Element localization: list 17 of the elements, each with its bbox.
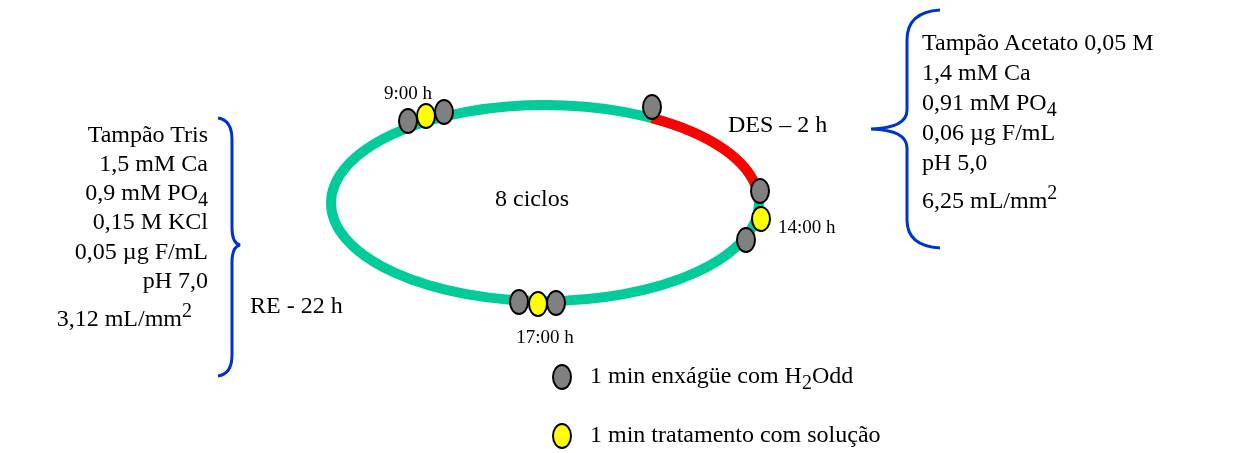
- phase-label: DES – 2 h: [728, 110, 828, 138]
- time-label: 17:00 h: [516, 326, 574, 348]
- phase-label: RE - 22 h: [250, 291, 343, 319]
- solution-line: 6,25 mL/mm$^{2}$: [922, 180, 1058, 214]
- solution-line: 3,12 mL/mm$^{2}$: [56, 298, 192, 332]
- solution-line: pH 5,0: [922, 148, 988, 176]
- solution-line: Tampão Acetato 0,05 M: [922, 28, 1154, 56]
- solution-line: 1,4 mM Ca: [922, 58, 1031, 86]
- solution-line: 0,05 µg F/mL: [74, 237, 208, 265]
- solution-line: 1,5 mM Ca: [99, 149, 208, 177]
- legend-label: 1 min tratamento com solução: [590, 420, 881, 448]
- solution-line: Tampão Tris: [87, 120, 208, 148]
- cycle-count-label: 8 ciclos: [495, 184, 569, 212]
- solution-line: pH 7,0: [142, 266, 208, 294]
- legend-label: 1 min enxágüe com H$_{2}$Odd: [590, 361, 854, 395]
- time-label: 14:00 h: [778, 216, 836, 238]
- time-label: 9:00 h: [384, 82, 432, 104]
